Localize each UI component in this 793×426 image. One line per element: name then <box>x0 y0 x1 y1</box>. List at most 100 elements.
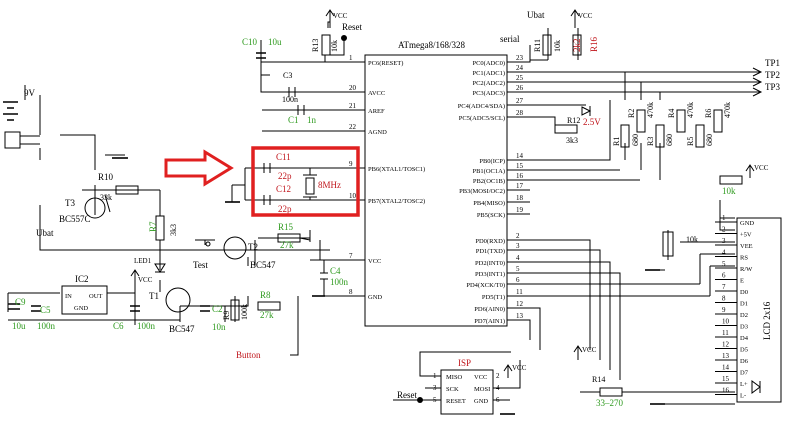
c11-ref: C11 <box>276 152 291 162</box>
vcc-symbols <box>130 9 755 378</box>
vcc-label-lcd: VCC <box>754 164 769 172</box>
mcu-right-pin-num: 18 <box>516 194 524 202</box>
mcu-left-pin-label: PB6(XTAL1/TOSC1) <box>368 166 425 173</box>
zener-label: 2.5V <box>583 117 601 127</box>
led-icon <box>154 263 166 273</box>
backlight-diode-icon <box>751 380 761 394</box>
test-button-icon[interactable] <box>205 241 211 247</box>
r2-ref: R2 <box>627 109 636 118</box>
atmega-name: ATmega8/168/328 <box>398 40 465 50</box>
r9-value: 100k <box>240 304 249 320</box>
c9-ref: C9 <box>15 297 26 307</box>
mcu-right-pin-label: PC0(ADC0) <box>472 60 505 67</box>
lcd-pin-num: 15 <box>722 375 730 383</box>
c5-ref: C5 <box>40 305 51 315</box>
c10-ref: C10 <box>242 37 258 47</box>
r11-ref: R11 <box>533 39 542 52</box>
mcu-right-pin-label: PD3(INT1) <box>475 271 505 278</box>
lcd-name: LCD 2x16 <box>762 301 772 340</box>
vcc-label-r14: VCC <box>582 346 597 354</box>
r16-value: 2k2 <box>572 39 582 53</box>
lcd-pin-label: D5 <box>740 347 748 354</box>
isp-right-pin-num: 2 <box>496 372 500 380</box>
mcu-right-pin-label: PD5(T1) <box>482 294 505 301</box>
reset-node[interactable] <box>341 35 347 41</box>
mcu-right-pin-label: PD2(INT0) <box>475 260 505 267</box>
mcu-left-pin-num: 20 <box>349 84 357 92</box>
ubat-label-left: Ubat <box>36 228 54 238</box>
r6-value: 470k <box>723 102 732 118</box>
mcu-right-pin-label: PB2(OC1B) <box>473 178 505 185</box>
mcu-left-pin-num: 9 <box>349 160 353 168</box>
reset-node-isp[interactable] <box>417 397 423 403</box>
t3-type: BC557C <box>59 214 91 224</box>
lcd-pin-label: D7 <box>740 370 749 377</box>
ic2-gnd: GND <box>74 305 88 312</box>
lcd-pin-num: 14 <box>722 364 730 372</box>
lcd-pin-label: GND <box>740 220 754 227</box>
r11-value: 10k <box>553 40 562 52</box>
t3-transistor-icon <box>84 197 106 219</box>
r6-ref: R6 <box>704 109 713 118</box>
lcd-pins: 1GND2+5V3VEE4RS5R/W6E7D08D19D210D311D412… <box>715 214 754 400</box>
mcu-left-pin-label: GND <box>368 294 382 301</box>
lcd-pin-label: D2 <box>740 312 748 319</box>
mcu-left-pin-label: VCC <box>368 258 381 265</box>
ic2-body <box>61 285 108 315</box>
mcu-right-pin-num: 11 <box>516 288 523 296</box>
r12-ref: R12 <box>567 116 580 125</box>
r3-ref: R3 <box>646 137 655 146</box>
tp1-label: TP1 <box>765 58 780 68</box>
r14-value: 33–270 <box>596 398 624 408</box>
reset-label-top: Reset <box>342 22 362 32</box>
mcu-right-pin-num: 16 <box>516 172 524 180</box>
ubat-label-top: Ubat <box>527 10 545 20</box>
ic2-out: OUT <box>89 293 102 300</box>
lcd-pin-label: +5V <box>740 232 752 239</box>
mcu-right-pin-label: PC2(ADC2) <box>472 80 505 87</box>
lcd-pin-label: R/W <box>740 266 753 273</box>
mcu-left-pin-label: AVCC <box>368 90 385 97</box>
mcu-right-pin-label: PB5(SCK) <box>477 212 505 219</box>
r5-value: 680 <box>705 134 714 146</box>
lcd-pin-num: 13 <box>722 352 730 360</box>
highlight-arrow-icon <box>164 149 234 187</box>
c4-ref: C4 <box>330 266 341 276</box>
c4-value: 100n <box>330 277 349 287</box>
r1-ref: R1 <box>612 137 621 146</box>
vcc-label-isp: VCC <box>512 364 527 372</box>
r2-value: 470k <box>646 102 655 118</box>
r10-ref: R10 <box>98 172 114 182</box>
isp-name: ISP <box>458 358 471 368</box>
c12-ref: C12 <box>276 184 291 194</box>
c10-value: 10u <box>268 37 282 47</box>
t3-label: T3 <box>65 198 75 208</box>
lcd-pin-label: L- <box>740 393 746 400</box>
lcd-pin-label: D3 <box>740 324 748 331</box>
capacitor-plates <box>8 52 266 312</box>
lcd-pin-label: D0 <box>740 289 748 296</box>
mcu-left-pin-label: PB7(XTAL2/TOSC2) <box>368 198 425 205</box>
mcu-left-pin-num: 21 <box>349 102 357 110</box>
lcd-pin-num: 16 <box>722 387 730 395</box>
c6-ref: C6 <box>113 321 124 331</box>
ic2-in: IN <box>65 293 72 300</box>
r12-value: 3k3 <box>566 136 578 145</box>
t2-transistor-icon <box>223 236 247 260</box>
r4-ref: R4 <box>667 109 676 118</box>
mcu-left-pin-label: PC6(RESET) <box>368 60 403 67</box>
r1-value: 680 <box>631 134 640 146</box>
mcu-right-pin-label: PC5(ADC5/SCL) <box>459 115 505 122</box>
vcc-label-led: VCC <box>138 276 153 284</box>
mcu-right-pin-label: PD4(XCK/T0) <box>466 282 505 289</box>
led1-label: LED1 <box>134 257 152 265</box>
mcu-right-pin-label: PD7(AIN1) <box>474 318 505 325</box>
r9-ref: R9 <box>222 311 231 320</box>
mcu-right-pin-num: 26 <box>516 84 524 92</box>
lcd-pin-num: 11 <box>722 329 729 337</box>
t2-label: T2 <box>248 242 258 252</box>
ground-symbols <box>112 157 665 415</box>
r5-ref: R5 <box>686 137 695 146</box>
